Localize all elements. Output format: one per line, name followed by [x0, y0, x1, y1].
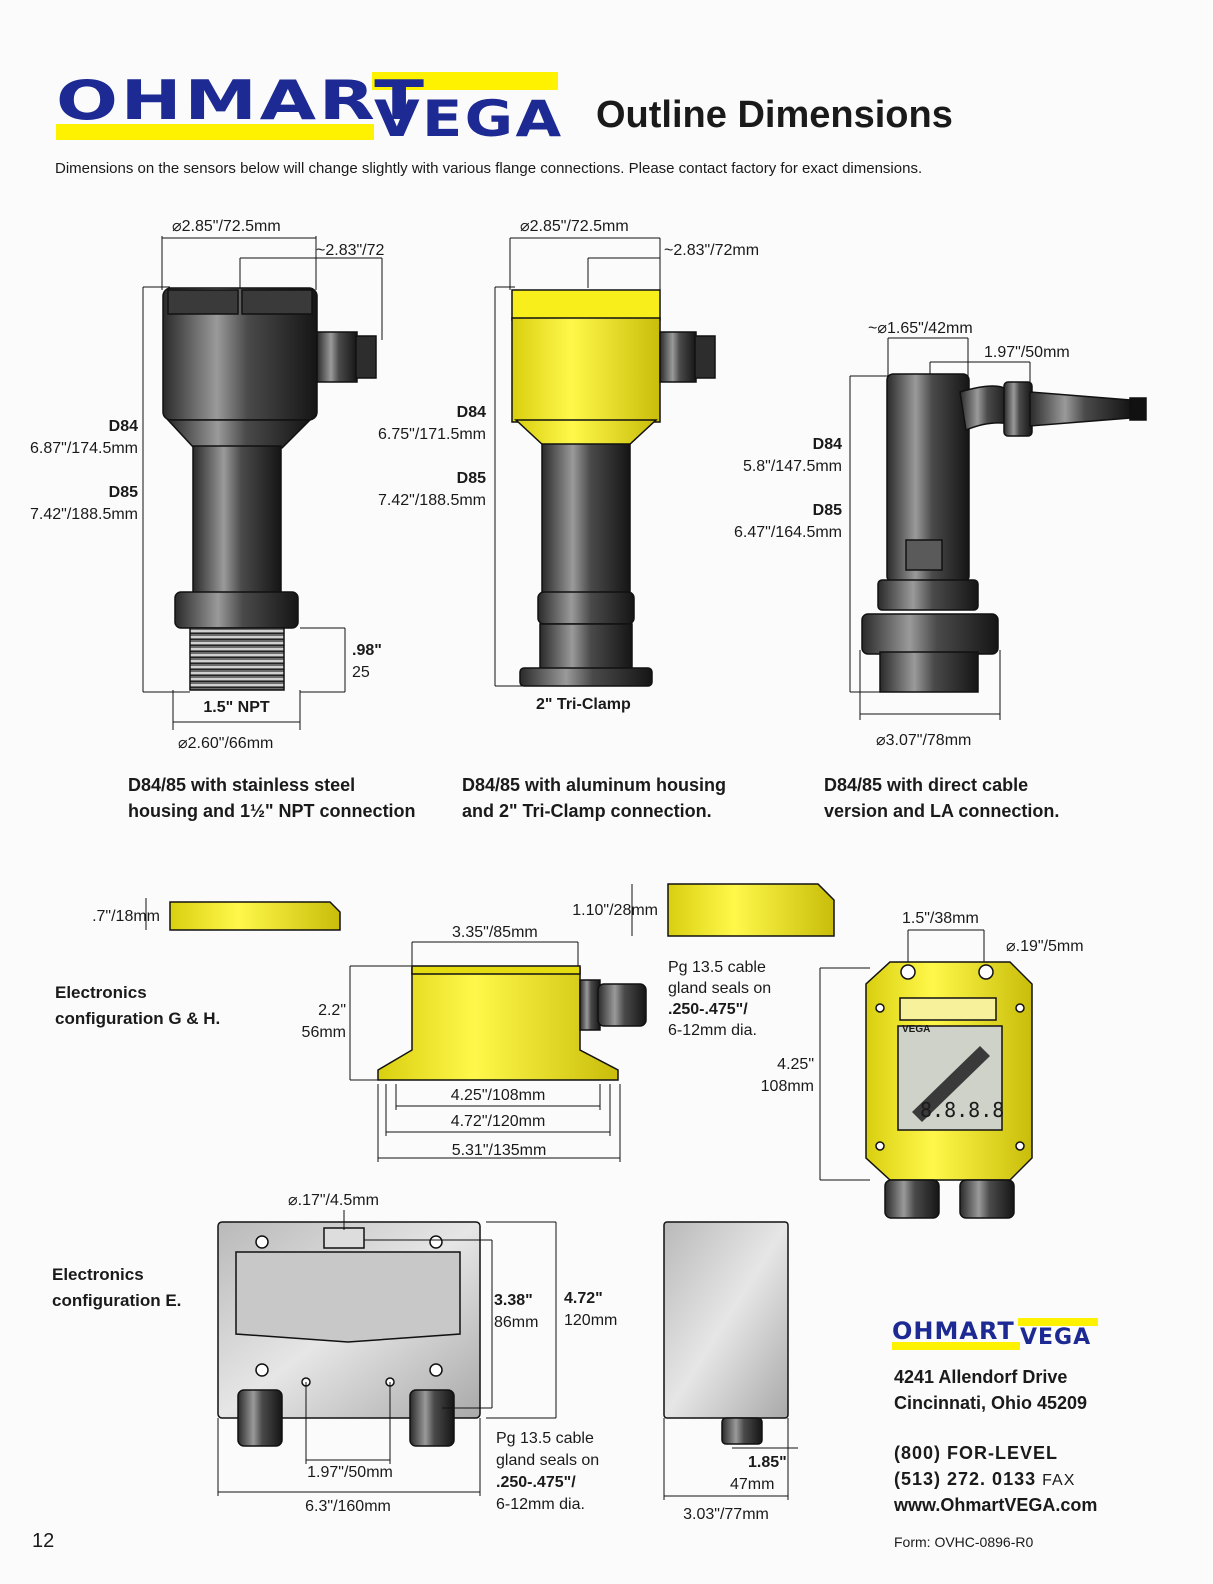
s2-d84-value: 6.75"/171.5mm — [378, 426, 486, 443]
logo-yellow-bar-bottom — [56, 124, 374, 140]
gh-width-top: 3.35"/85mm — [452, 924, 538, 941]
s3-d84-label: D84 — [812, 436, 842, 453]
s2-d85-value: 7.42"/188.5mm — [378, 492, 486, 509]
phone-toll-free: (800) FOR-LEVEL — [894, 1443, 1059, 1463]
footer-logo-yellow-top — [1018, 1318, 1098, 1326]
e-spacing: 1.97"/50mm — [307, 1464, 393, 1481]
e-gland-line3: .250-.475"/ — [496, 1474, 576, 1491]
gh-front-height-mm: 108mm — [760, 1078, 814, 1095]
s3-d84-value: 5.8"/147.5mm — [742, 458, 842, 475]
s3-d85-value: 6.47"/164.5mm — [734, 524, 842, 541]
s2-connection: 2" Tri-Clamp — [536, 696, 631, 713]
config-e-drawing — [217, 1210, 798, 1500]
page-title: Outline Dimensions — [596, 94, 953, 136]
logo-vega: VEGA — [374, 90, 564, 148]
gh-height-mm: 56mm — [301, 1024, 346, 1041]
gh-display-brand: VEGA — [902, 1024, 931, 1035]
e-h2-mm: 120mm — [564, 1312, 618, 1329]
fax-label: FAX — [1042, 1472, 1076, 1489]
s3-d85-label: D85 — [812, 502, 842, 519]
gh-width-1: 4.25"/108mm — [450, 1087, 546, 1104]
s3-caption-line2: version and LA connection. — [824, 801, 1060, 821]
e-depth-in: 1.85" — [748, 1454, 787, 1471]
s1-caption-line1: D84/85 with stainless steel — [128, 775, 356, 795]
s1-thread-len-in: .98" — [352, 642, 382, 659]
logo-yellow-bar-top — [372, 72, 558, 90]
footer-logo-ohmart: OHMART — [892, 1317, 1015, 1345]
s1-d85-value: 7.42"/188.5mm — [30, 506, 138, 523]
s3-caption-line1: D84/85 with direct cable — [824, 775, 1029, 795]
gh-height-in: 2.2" — [318, 1002, 346, 1019]
intro-text: Dimensions on the sensors below will cha… — [55, 160, 923, 177]
s1-dia-bottom: ⌀2.60"/66mm — [178, 735, 274, 752]
e-h1-in: 3.38" — [494, 1292, 533, 1309]
address-line2: Cincinnati, Ohio 45209 — [894, 1393, 1088, 1413]
config-gh-drawing — [145, 883, 1033, 1219]
footer-logo-vega: VEGA — [1020, 1325, 1092, 1350]
s3-dia-top: ~⌀1.65"/42mm — [868, 320, 973, 337]
s1-d85-label: D85 — [108, 484, 138, 501]
s3-dia-bottom: ⌀3.07"/78mm — [876, 732, 972, 749]
logo-ohmart: OHMART — [56, 69, 427, 132]
gh-hole-spacing: 1.5"/38mm — [902, 910, 979, 927]
phone-fax-row: (513) 272. 0133 FAX — [894, 1466, 1075, 1494]
gh-gland-line3: .250-.475"/ — [668, 1001, 748, 1018]
address-line1: 4241 Allendorf Drive — [894, 1367, 1068, 1387]
s1-d84-label: D84 — [108, 418, 138, 435]
config-e-label-line2: configuration E. — [52, 1291, 182, 1310]
e-h1-mm: 86mm — [494, 1314, 539, 1331]
gh-width-3: 5.31"/135mm — [451, 1142, 547, 1159]
s3-cable-offset: 1.97"/50mm — [984, 344, 1070, 361]
sensor2-drawing — [494, 237, 716, 687]
s2-d85-label: D85 — [456, 470, 486, 487]
s1-connection: 1.5" NPT — [203, 699, 270, 716]
s1-dia-top: ⌀2.85"/72.5mm — [172, 218, 281, 235]
e-gland-line4: 6-12mm dia. — [496, 1496, 585, 1513]
footer-logo-yellow-bottom — [892, 1342, 1020, 1350]
footer-logo: OHMART VEGA — [892, 1318, 1104, 1362]
s1-caption-line2: housing and 1½" NPT connection — [128, 801, 416, 821]
gh-display-digits: 8.8.8.8 — [920, 1098, 1005, 1122]
s1-thread-len-mm: 25 — [352, 664, 370, 681]
e-gland-line2: gland seals on — [496, 1452, 600, 1469]
s2-cap-width: ~2.83"/72mm — [664, 242, 760, 259]
config-e-label-line1: Electronics — [52, 1265, 144, 1284]
e-side-width: 3.03"/77mm — [683, 1506, 769, 1523]
s2-caption-line1: D84/85 with aluminum housing — [462, 775, 727, 795]
s2-dia-top: ⌀2.85"/72.5mm — [520, 218, 629, 235]
sensor3-drawing — [849, 337, 1147, 720]
gh-hole-dia: ⌀.19"/5mm — [1006, 938, 1084, 955]
gh-lid1: .7"/18mm — [92, 908, 160, 925]
website-link[interactable]: www.OhmartVEGA.com — [894, 1495, 1098, 1515]
gh-width-2: 4.72"/120mm — [450, 1113, 546, 1130]
e-depth-mm: 47mm — [730, 1476, 775, 1493]
fax-number: (513) 272. 0133 — [894, 1469, 1037, 1489]
s1-cap-width: ~2.83"/72 — [316, 242, 385, 259]
form-number: Form: OVHC-0896-R0 — [894, 1534, 1034, 1550]
sensor1-drawing — [142, 236, 383, 730]
gh-lid2: 1.10"/28mm — [572, 902, 658, 919]
e-gland-line1: Pg 13.5 cable — [496, 1430, 594, 1447]
gh-front-height-in: 4.25" — [777, 1056, 814, 1073]
e-width: 6.3"/160mm — [305, 1498, 391, 1515]
config-gh-label-line1: Electronics — [55, 983, 147, 1002]
gh-gland-line4: 6-12mm dia. — [668, 1022, 757, 1039]
e-hole-dia: ⌀.17"/4.5mm — [288, 1192, 379, 1209]
gh-gland-line1: Pg 13.5 cable — [668, 959, 766, 976]
s2-d84-label: D84 — [456, 404, 486, 421]
page-number: 12 — [32, 1530, 55, 1552]
header-logo: OHMART VEGA — [56, 68, 562, 148]
e-h2-in: 4.72" — [564, 1290, 603, 1307]
s1-d84-value: 6.87"/174.5mm — [30, 440, 138, 457]
config-gh-label-line2: configuration G & H. — [55, 1009, 221, 1028]
gh-gland-line2: gland seals on — [668, 980, 772, 997]
s2-caption-line2: and 2" Tri-Clamp connection. — [462, 801, 712, 821]
